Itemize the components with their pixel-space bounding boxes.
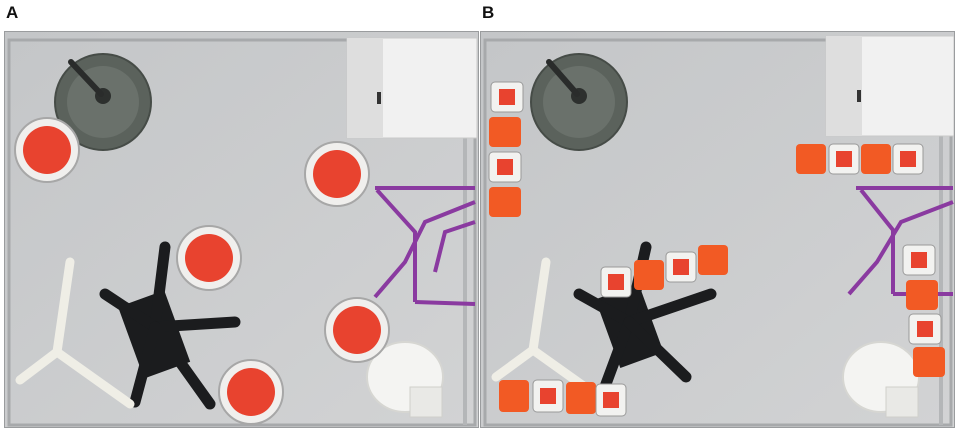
photo-panel-b <box>480 31 955 428</box>
panel-b-label: B <box>482 3 495 22</box>
robot-round-2 <box>304 141 370 207</box>
panel-a-label: A <box>6 3 19 22</box>
scene-b <box>481 32 954 427</box>
robot-group-bottom-left <box>499 379 627 417</box>
robot-group-top-right <box>796 143 924 175</box>
fan-base <box>530 53 628 151</box>
purple-frame <box>847 186 954 296</box>
scene-a <box>5 32 478 427</box>
robot-round-4 <box>324 297 390 363</box>
robot-group-center <box>600 245 728 298</box>
white-bin <box>842 341 920 418</box>
robot-round-5 <box>218 359 284 425</box>
robot-round-3 <box>176 225 242 291</box>
chair-base <box>99 241 241 410</box>
photo-panel-a <box>4 31 479 428</box>
robot-group-left-column <box>488 81 524 217</box>
white-tripod <box>15 257 135 409</box>
fan-base <box>54 53 152 151</box>
white-cabinet <box>825 35 954 137</box>
white-cabinet <box>346 37 478 139</box>
robot-round-1 <box>14 117 80 183</box>
robot-group-right-column <box>902 244 945 377</box>
white-bin <box>366 341 444 418</box>
purple-frame <box>373 186 476 306</box>
